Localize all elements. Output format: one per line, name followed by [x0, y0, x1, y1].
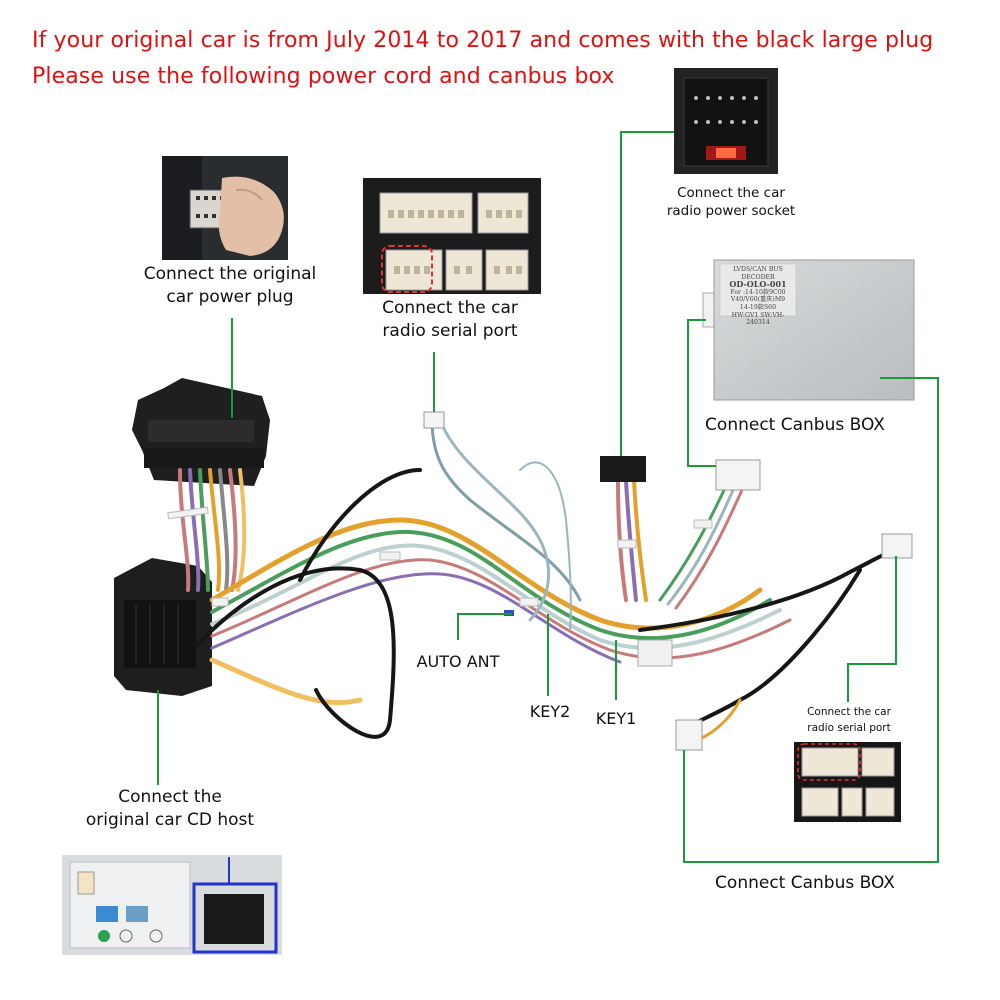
label-key2: KEY2: [529, 702, 571, 721]
label-power-plug: Connect the original car power plug: [130, 263, 330, 309]
label-line: radio serial port: [382, 320, 518, 341]
canbus-line: For :14-10款9C00: [730, 288, 786, 296]
canbus-box-label: LVDS/CAN BUS DECODER OD-OLO-001 For :14-…: [722, 266, 794, 327]
label-line: car power plug: [166, 286, 294, 307]
label-cd-host: Connect the original car CD host: [60, 786, 280, 832]
label-line: Connect the original: [143, 264, 317, 284]
canbus-model: OD-OLO-001: [729, 279, 787, 290]
label-line: radio power socket: [666, 203, 796, 220]
harness-connector-bottom: [114, 558, 212, 696]
label-line: original car CD host: [85, 809, 255, 830]
label-power-socket: Connect the car radio power socket: [646, 184, 816, 220]
label-auto-ant: AUTO ANT: [416, 652, 500, 671]
power-socket-photo: [674, 68, 778, 174]
label-line: Connect the: [118, 787, 222, 807]
label-line: radio serial port: [807, 722, 891, 735]
canbus-box-photo: [702, 259, 915, 401]
label-line: Connect the car: [382, 298, 518, 318]
serial-port-small-photo: [794, 742, 901, 822]
canbus-line: LVDS/CAN BUS DECODER: [733, 266, 783, 281]
harness-connector-top: [132, 378, 270, 486]
canbus-line: 14-19款S60: [739, 303, 777, 311]
header-line-1: If your original car is from July 2014 t…: [32, 28, 934, 53]
callout-lines: [157, 131, 939, 863]
label-canbus-box-top: Connect Canbus BOX: [705, 415, 885, 435]
label-key1: KEY1: [595, 709, 637, 728]
label-serial-port-small: Connect the car radio serial port: [786, 704, 912, 737]
canbus-line: V40/V60(重庆)M9: [730, 296, 786, 304]
label-serial-port: Connect the car radio serial port: [350, 297, 550, 343]
label-line: Connect the car: [677, 185, 785, 201]
wire-bundle: [178, 418, 892, 742]
power-plug-photo: [162, 156, 288, 260]
label-canbus-box-bottom: Connect Canbus BOX: [715, 873, 895, 893]
cable-ties: [167, 506, 713, 607]
canbus-line: HW:GV1 SW:VH-240314: [731, 311, 785, 327]
header-line-2: Please use the following power cord and …: [32, 64, 615, 89]
serial-port-photo: [363, 178, 541, 294]
small-connectors: [423, 411, 913, 751]
cd-host-photo: [62, 855, 282, 955]
label-line: Connect the car: [807, 706, 891, 718]
